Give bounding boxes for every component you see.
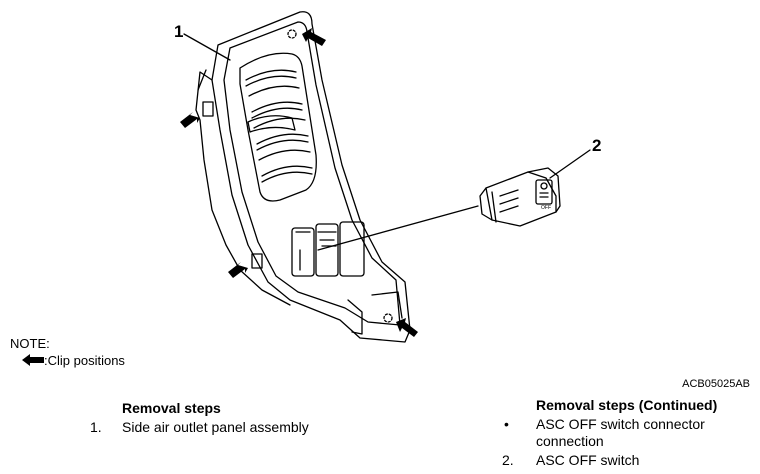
callout-2: 2	[592, 136, 602, 155]
step-number: 1.	[90, 419, 102, 435]
clip-arrow-icon	[180, 112, 200, 128]
step-number: 2.	[502, 452, 514, 468]
note-title: NOTE:	[10, 336, 50, 351]
callout-2-leader	[549, 149, 591, 179]
step-bullet: •	[504, 416, 509, 432]
step-text: ASC OFF switch connector connection	[536, 416, 705, 449]
removal-step-continued: • ASC OFF switch connector connection	[502, 416, 742, 452]
svg-text:OFF: OFF	[541, 205, 551, 211]
figure-code: ACB05025AB	[682, 378, 750, 390]
step-text: Side air outlet panel assembly	[122, 419, 309, 435]
removal-steps-continued-title: Removal steps (Continued)	[536, 397, 718, 413]
connection-leader-line	[317, 205, 479, 251]
removal-step-continued: 2. ASC OFF switch	[502, 452, 742, 472]
callout-1: 1	[174, 22, 184, 41]
removal-step: 1. Side air outlet panel assembly	[90, 419, 370, 439]
clip-arrow-icon	[302, 28, 326, 46]
removal-steps-title: Removal steps	[122, 400, 221, 416]
asc-off-switch: OFF	[479, 167, 561, 227]
step-text: ASC OFF switch	[536, 452, 640, 468]
clip-arrow-icon	[228, 262, 248, 278]
parts-illustration: OFF	[180, 11, 591, 343]
clip-arrow-icon	[396, 318, 418, 337]
callout-1-leader	[183, 33, 231, 61]
filled-arrow-icon	[22, 354, 44, 366]
side-air-outlet-panel	[195, 11, 411, 343]
clip-positions-legend: :Clip positions	[22, 353, 125, 368]
legend-text: :Clip positions	[44, 353, 125, 368]
